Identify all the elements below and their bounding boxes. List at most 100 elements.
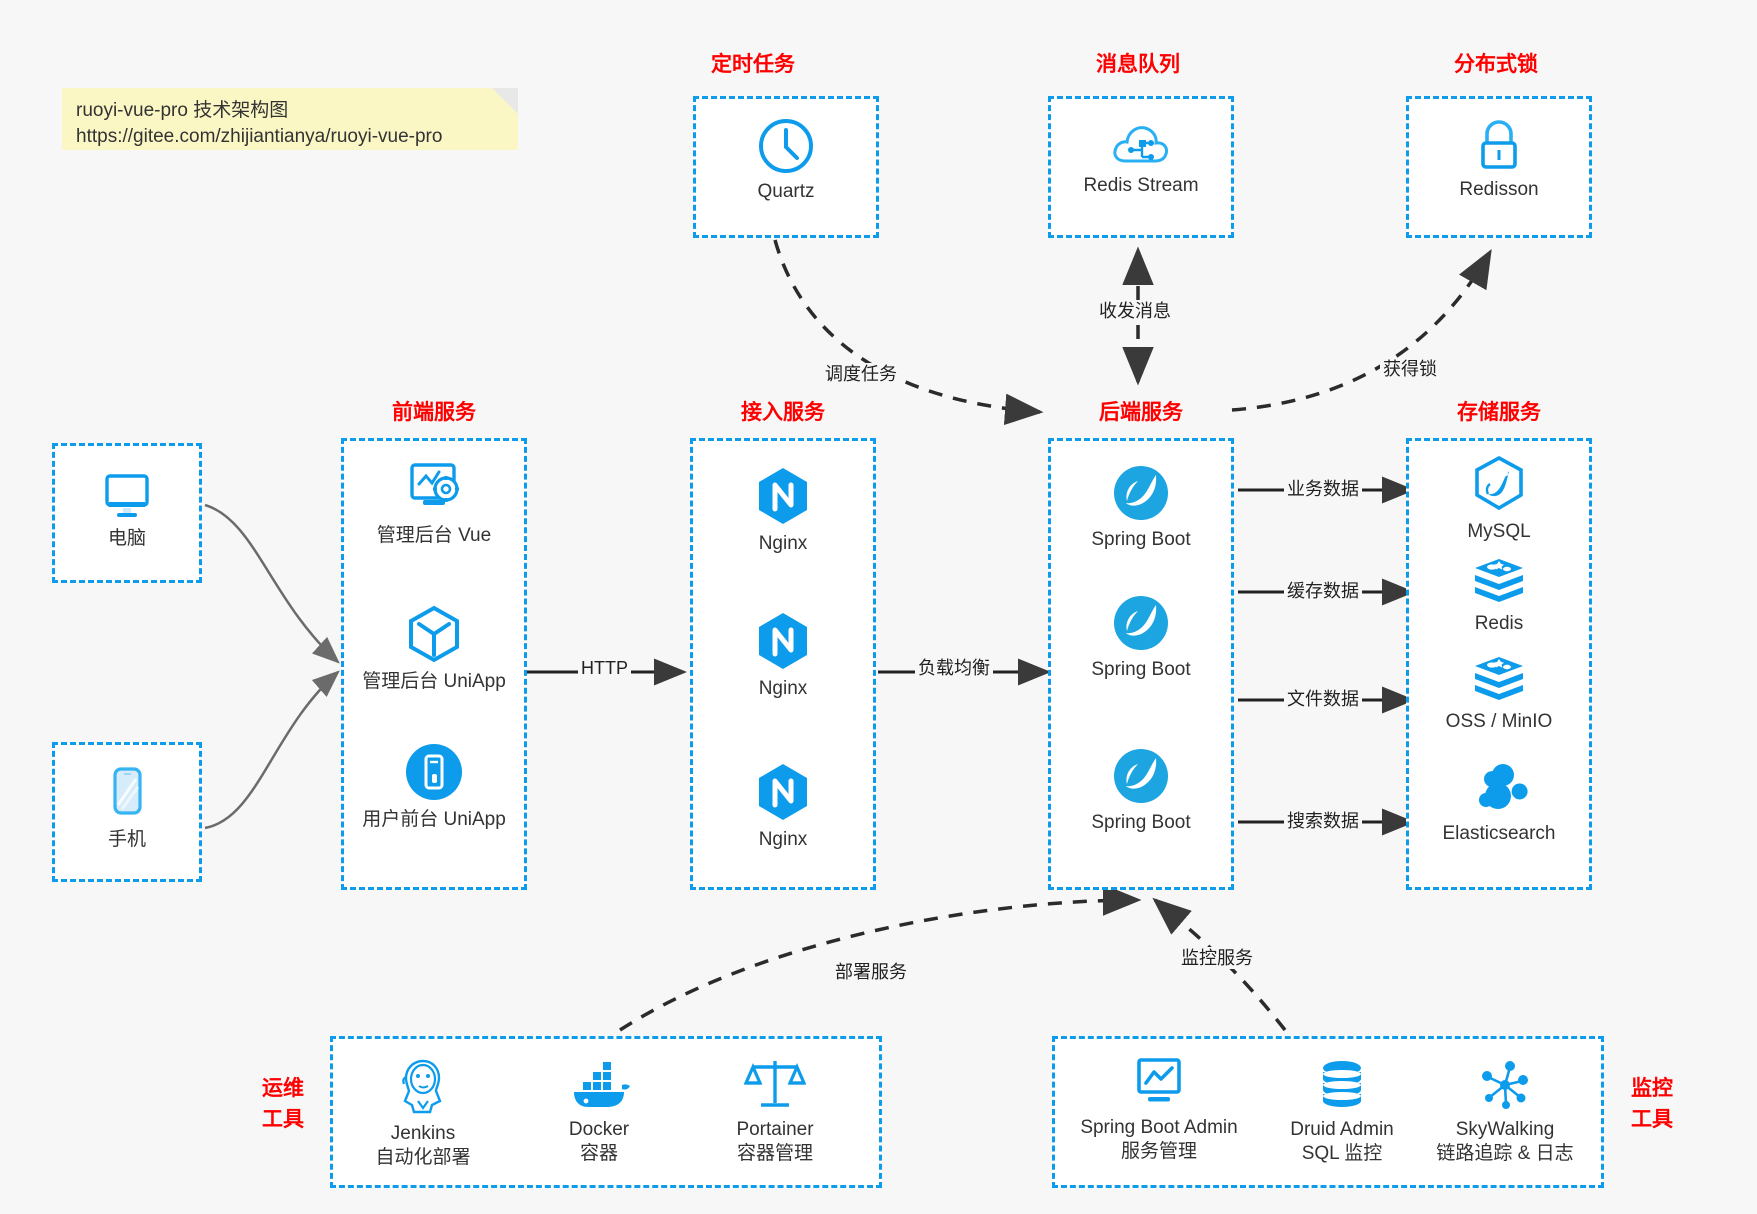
docker-icon (574, 1062, 630, 1107)
group-title-distributed-lock: 分布式锁 (1454, 53, 1538, 76)
group-title-gateway: 接入服务 (741, 401, 825, 424)
nginx-icon (759, 468, 807, 524)
node-pc[interactable]: 电脑 (55, 468, 199, 551)
group-device-mobile[interactable]: 手机 (52, 742, 202, 882)
node-redis[interactable]: Redis (1409, 553, 1589, 636)
node-spring-boot-2-label: Spring Boot (1091, 659, 1191, 680)
mysql-icon (1475, 455, 1523, 511)
mobile-phone-icon (113, 767, 142, 815)
group-monitor-tools[interactable]: Spring Boot Admin 服务管理 Druid Admin SQL 监… (1052, 1036, 1604, 1188)
elasticsearch-icon (1479, 764, 1528, 809)
edge-label-acquire-lock: 获得锁 (1380, 358, 1440, 380)
group-ops-tools[interactable]: Jenkins 自动化部署 Docker 容器 Portainer (330, 1036, 882, 1188)
node-spring-boot-admin-label: Spring Boot Admin (1080, 1117, 1238, 1138)
group-title-scheduled-tasks: 定时任务 (711, 53, 795, 76)
node-jenkins[interactable]: Jenkins 自动化部署 (343, 1055, 503, 1170)
edge-label-deploy-service: 部署服务 (832, 961, 910, 983)
node-spring-boot-2[interactable]: Spring Boot (1051, 593, 1231, 682)
lock-icon (1481, 120, 1517, 169)
group-scheduled-tasks[interactable]: Quartz (693, 96, 879, 238)
desktop-monitor-icon (105, 474, 149, 517)
node-jenkins-sublabel: 自动化部署 (375, 1147, 471, 1168)
node-nginx-3[interactable]: Nginx (693, 761, 873, 852)
node-admin-uniapp[interactable]: 管理后台 UniApp (344, 603, 524, 694)
edge-label-search-data: 搜索数据 (1284, 810, 1362, 832)
edge-label-schedule-task: 调度任务 (822, 363, 900, 385)
node-skywalking[interactable]: SkyWalking 链路追踪 & 日志 (1407, 1057, 1603, 1166)
spring-boot-icon (1114, 596, 1168, 650)
node-mysql-label: MySQL (1467, 521, 1531, 542)
node-elasticsearch-label: Elasticsearch (1442, 823, 1556, 844)
node-nginx-2[interactable]: Nginx (693, 610, 873, 701)
group-title-frontend: 前端服务 (392, 401, 476, 424)
node-nginx-1[interactable]: Nginx (693, 465, 873, 556)
node-mobile[interactable]: 手机 (55, 765, 199, 852)
monitor-chart-icon (1137, 1058, 1181, 1102)
node-spring-boot-1[interactable]: Spring Boot (1051, 463, 1231, 552)
group-title-monitor-tools: 监控 工具 (1622, 1073, 1682, 1135)
note-line-1: ruoyi-vue-pro 技术架构图 (76, 100, 289, 121)
nginx-icon (759, 613, 807, 669)
group-device-pc[interactable]: 电脑 (52, 443, 202, 583)
edge-pc-to-frontend (204, 503, 340, 664)
group-title-storage: 存储服务 (1457, 401, 1541, 424)
group-gateway[interactable]: Nginx Nginx Nginx (690, 438, 876, 890)
portainer-scales-icon (744, 1061, 806, 1107)
group-storage[interactable]: MySQL Redis OSS / MinIO (1406, 438, 1592, 890)
ops-title-line1: 运维 (262, 1077, 304, 1100)
node-mysql[interactable]: MySQL (1409, 453, 1589, 544)
monitor-title-line2: 工具 (1631, 1108, 1673, 1131)
node-spring-boot-admin[interactable]: Spring Boot Admin 服务管理 (1059, 1055, 1259, 1164)
node-redisson[interactable]: Redisson (1409, 117, 1589, 202)
node-docker-sublabel: 容器 (579, 1143, 618, 1164)
group-frontend[interactable]: 管理后台 Vue 管理后台 UniApp 用户前台 UniApp (341, 438, 527, 890)
spring-boot-icon (1114, 466, 1168, 520)
node-skywalking-label: SkyWalking (1455, 1119, 1555, 1140)
database-cylinder-icon (1323, 1061, 1361, 1107)
node-spring-boot-1-label: Spring Boot (1091, 529, 1191, 550)
node-admin-vue[interactable]: 管理后台 Vue (344, 459, 524, 548)
node-druid-admin-sublabel: SQL 监控 (1301, 1143, 1383, 1164)
minio-stack-icon (1475, 657, 1523, 700)
node-redis-stream[interactable]: Redis Stream (1051, 119, 1231, 198)
node-druid-admin[interactable]: Druid Admin SQL 监控 (1257, 1057, 1427, 1166)
group-distributed-lock[interactable]: Redisson (1406, 96, 1592, 238)
node-spring-boot-3[interactable]: Spring Boot (1051, 746, 1231, 835)
node-spring-boot-admin-sublabel: 服务管理 (1120, 1141, 1197, 1162)
title-note: ruoyi-vue-pro 技术架构图 https://gitee.com/zh… (62, 88, 518, 150)
node-pc-label: 电脑 (107, 528, 146, 549)
group-message-queue[interactable]: Redis Stream (1048, 96, 1234, 238)
node-docker-label: Docker (568, 1119, 630, 1140)
skywalking-nodes-icon (1482, 1061, 1528, 1109)
nginx-icon (759, 764, 807, 820)
node-skywalking-sublabel: 链路追踪 & 日志 (1436, 1143, 1574, 1164)
node-admin-uniapp-label: 管理后台 UniApp (362, 671, 506, 692)
ops-title-line2: 工具 (262, 1108, 304, 1131)
edge-label-cache-data: 缓存数据 (1284, 580, 1362, 602)
note-line-2: https://gitee.com/zhijiantianya/ruoyi-vu… (76, 126, 443, 147)
edge-acquire-lock (1231, 248, 1492, 412)
node-quartz[interactable]: Quartz (696, 117, 876, 204)
node-elasticsearch[interactable]: Elasticsearch (1409, 759, 1589, 846)
monitor-title-line1: 监控 (1631, 1077, 1673, 1100)
dashboard-gear-icon (410, 463, 459, 505)
node-user-uniapp[interactable]: 用户前台 UniApp (344, 741, 524, 832)
redis-stack-icon (1475, 559, 1523, 602)
group-backend[interactable]: Spring Boot Spring Boot Spring Boot (1048, 438, 1234, 890)
node-oss-minio[interactable]: OSS / MinIO (1409, 651, 1589, 734)
node-mobile-label: 手机 (107, 829, 146, 850)
node-portainer[interactable]: Portainer 容器管理 (695, 1055, 855, 1166)
edge-schedule-task (773, 239, 1044, 426)
node-nginx-2-label: Nginx (758, 678, 808, 699)
node-docker[interactable]: Docker 容器 (519, 1061, 679, 1166)
node-druid-admin-label: Druid Admin (1290, 1119, 1394, 1140)
edge-label-monitor-service: 监控服务 (1178, 947, 1256, 969)
edge-label-business-data: 业务数据 (1284, 478, 1362, 500)
node-jenkins-label: Jenkins (390, 1123, 456, 1144)
edge-label-load-balance: 负载均衡 (915, 657, 993, 679)
edge-label-file-data: 文件数据 (1284, 688, 1362, 710)
node-redis-label: Redis (1474, 613, 1524, 634)
node-spring-boot-3-label: Spring Boot (1091, 812, 1191, 833)
node-portainer-label: Portainer (736, 1119, 814, 1140)
node-portainer-sublabel: 容器管理 (736, 1143, 813, 1164)
